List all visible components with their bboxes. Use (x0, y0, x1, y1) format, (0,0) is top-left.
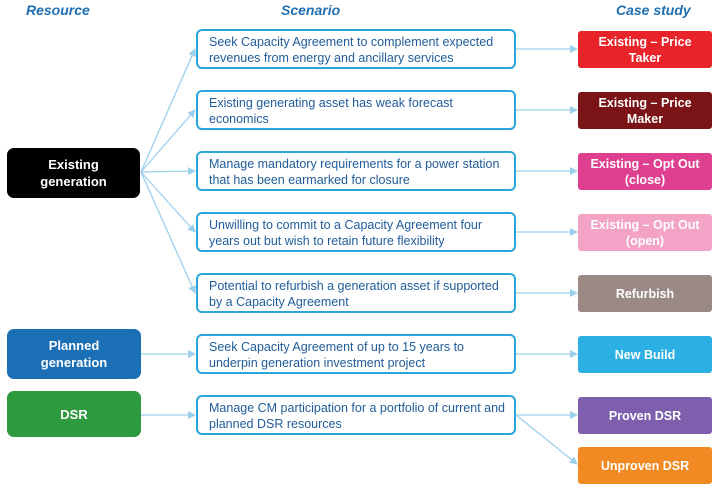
case-label: Unproven DSR (600, 458, 690, 473)
case-new-build: New Build (578, 336, 712, 373)
link-existing-scenario-5 (140, 171, 196, 294)
scenario-box-4: Unwilling to commit to a Capacity Agreem… (196, 212, 516, 252)
case-proven-dsr: Proven DSR (578, 397, 712, 434)
case-label: Existing – Opt Out (open) (590, 217, 700, 248)
header-scenario: Scenario (281, 2, 341, 18)
link-existing-scenario-3 (140, 167, 196, 176)
scenario-box-5: Potential to refurbish a generation asse… (196, 273, 516, 313)
resource-dsr: DSR (7, 391, 141, 437)
case-label: New Build (614, 347, 676, 362)
scenario-box-7: Manage CM participation for a portfolio … (196, 395, 516, 435)
case-existing-opt-out-close: Existing – Opt Out (close) (578, 153, 712, 190)
resource-label: DSR (60, 406, 88, 422)
case-existing-price-taker: Existing – Price Taker (578, 31, 712, 68)
link-scenario-7-case-unproven (515, 414, 578, 465)
header-case-study: Case study (616, 2, 691, 18)
scenario-box-1: Seek Capacity Agreement to complement ex… (196, 29, 516, 69)
scenario-box-6: Seek Capacity Agreement of up to 15 year… (196, 334, 516, 374)
link-existing-scenario-4 (140, 171, 196, 233)
resource-label: Existing generation (40, 157, 107, 189)
scenario-box-3: Manage mandatory requirements for a powe… (196, 151, 516, 191)
case-unproven-dsr: Unproven DSR (578, 447, 712, 484)
case-label: Proven DSR (608, 408, 682, 423)
case-label: Refurbish (615, 286, 675, 301)
resource-planned-generation: Planned generation (7, 329, 141, 379)
resource-label: Planned generation (40, 338, 108, 370)
case-label: Existing – Price Maker (598, 95, 692, 126)
link-existing-scenario-2 (140, 109, 196, 173)
resource-existing-generation: Existing generation (7, 148, 140, 198)
case-label: Existing – Opt Out (close) (590, 156, 700, 187)
header-resource: Resource (26, 2, 90, 18)
scenario-box-2: Existing generating asset has weak forec… (196, 90, 516, 130)
link-existing-scenario-1 (140, 48, 196, 173)
case-existing-opt-out-open: Existing – Opt Out (open) (578, 214, 712, 251)
case-refurbish: Refurbish (578, 275, 712, 312)
case-existing-price-maker: Existing – Price Maker (578, 92, 712, 129)
case-label: Existing – Price Taker (598, 34, 692, 65)
